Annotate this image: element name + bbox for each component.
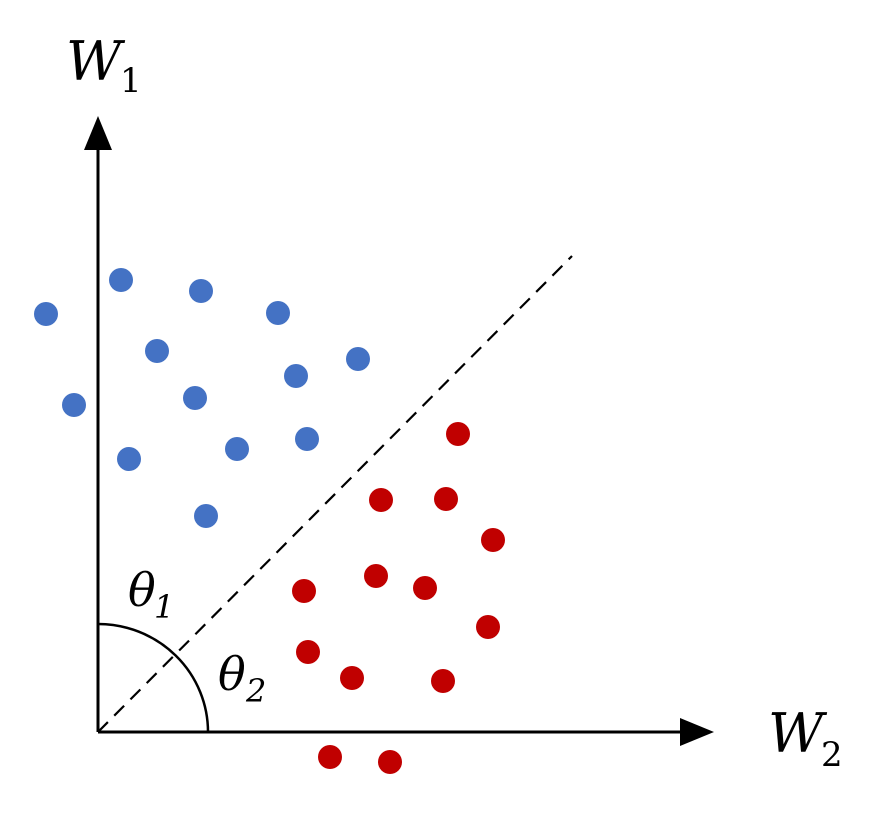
blue-points — [34, 268, 370, 528]
red-point — [476, 615, 500, 639]
blue-point — [266, 301, 290, 325]
red-points — [292, 422, 505, 774]
y-axis-label-subscript: 1 — [120, 61, 142, 101]
x-axis-label: W 2 — [768, 702, 843, 775]
blue-point — [225, 437, 249, 461]
blue-point — [346, 347, 370, 371]
blue-point — [183, 386, 207, 410]
blue-point — [145, 339, 169, 363]
dashed-divider-line — [97, 255, 573, 733]
blue-point — [194, 504, 218, 528]
angle-1-label-subscript: 1 — [154, 588, 174, 626]
blue-point — [62, 393, 86, 417]
red-point — [369, 488, 393, 512]
x-axis-label-symbol: W — [768, 702, 828, 765]
axes — [84, 116, 714, 746]
blue-point — [34, 302, 58, 326]
angle-2-label: θ 2 — [218, 647, 266, 710]
red-point — [296, 640, 320, 664]
red-point — [481, 528, 505, 552]
x-axis-label-subscript: 2 — [821, 735, 843, 775]
angle-1-label: θ 1 — [128, 563, 174, 626]
red-point — [434, 487, 458, 511]
red-point — [292, 579, 316, 603]
red-point — [318, 745, 342, 769]
red-point — [378, 750, 402, 774]
angle-2-label-subscript: 2 — [245, 672, 266, 710]
y-axis-label: W 1 — [66, 30, 142, 101]
blue-point — [117, 447, 141, 471]
red-point — [364, 564, 388, 588]
angle-2-label-symbol: θ — [218, 647, 246, 701]
y-axis-label-symbol: W — [66, 30, 126, 93]
angle-1-label-symbol: θ — [128, 563, 156, 617]
blue-point — [109, 268, 133, 292]
red-point — [431, 669, 455, 693]
y-axis-arrowhead — [84, 116, 112, 150]
red-point — [413, 576, 437, 600]
blue-point — [284, 364, 308, 388]
red-point — [446, 422, 470, 446]
blue-point — [295, 427, 319, 451]
blue-point — [189, 279, 213, 303]
red-point — [340, 666, 364, 690]
angle-arc — [97, 622, 210, 733]
x-axis-arrowhead — [680, 718, 714, 746]
